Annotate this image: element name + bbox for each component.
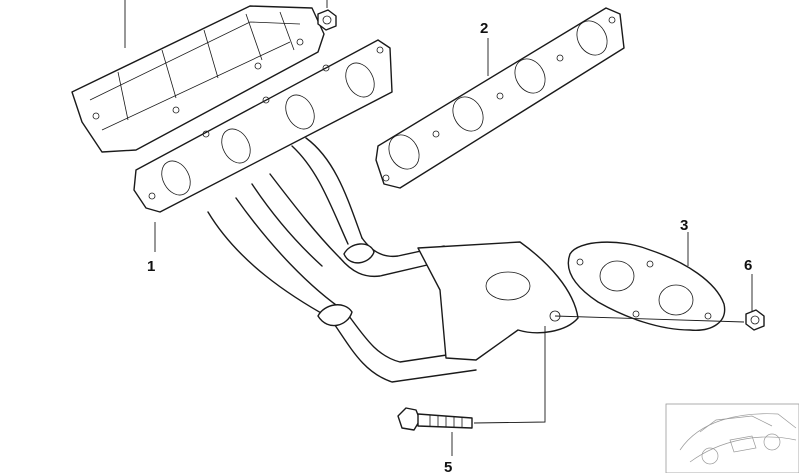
callout-5: 5 [444, 459, 452, 473]
callout-6: 6 [744, 257, 752, 274]
vehicle-inset [665, 403, 799, 473]
callout-3: 3 [680, 217, 688, 234]
callout-2: 2 [480, 20, 488, 37]
callout-1: 1 [147, 258, 155, 275]
callouts: 1 2 3 5 6 [147, 20, 752, 473]
top-nut[interactable] [317, 9, 337, 31]
heat-shield[interactable] [71, 5, 325, 153]
leader-lines [124, 0, 753, 456]
exhaust-manifold[interactable] [133, 39, 579, 383]
flange-bolt[interactable] [397, 407, 473, 431]
flange-nut[interactable] [745, 309, 765, 331]
manifold-gasket[interactable] [375, 7, 625, 189]
downpipe-gasket[interactable] [567, 241, 726, 331]
